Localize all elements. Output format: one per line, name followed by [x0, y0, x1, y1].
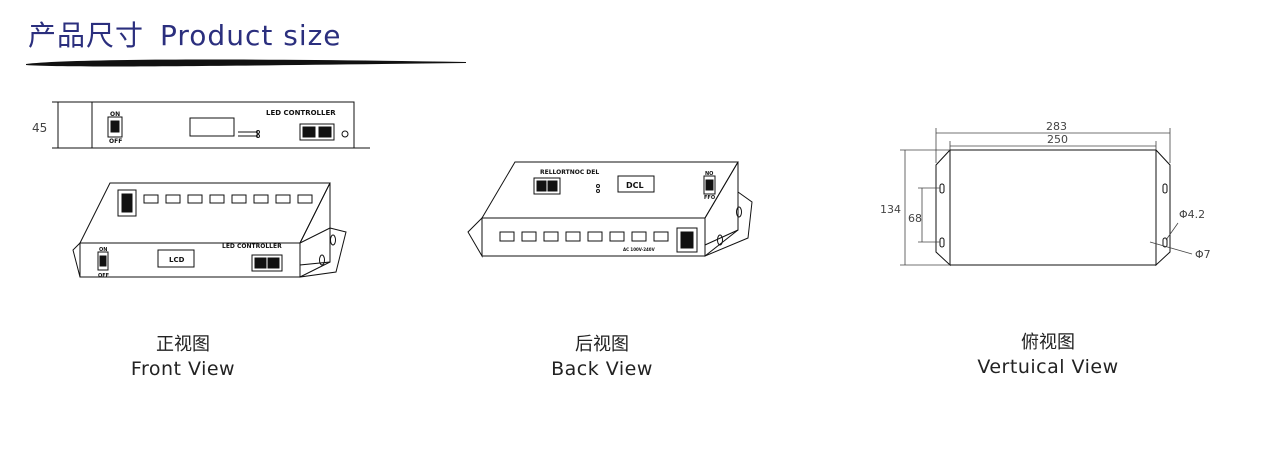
back-lcd-label: DCL [626, 181, 644, 190]
dim-height: 134 [880, 203, 901, 216]
back-view-caption-zh: 后视图 [575, 334, 629, 355]
back-view-caption: 后视图 Back View [472, 333, 732, 381]
back-view-caption-en: Back View [551, 358, 653, 380]
dim-hole-large: Φ7 [1195, 248, 1211, 261]
back-switch-on: NO [705, 171, 713, 177]
front-view-caption-zh: 正视图 [156, 334, 210, 355]
page-title: 产品尺寸 Product size [28, 14, 342, 54]
page-title-en: Product size [160, 19, 342, 52]
dim-hole-spacing: 68 [908, 212, 922, 225]
top-view-caption-en: Vertuical View [977, 356, 1119, 378]
front-switch-on: ON [110, 111, 120, 118]
back-switch-off: FFO [704, 195, 715, 201]
back-power-label: AC 100V-240V [623, 247, 656, 252]
front-iso-lcd: LCD [169, 256, 185, 264]
dim-body-width: 250 [1047, 133, 1068, 146]
front-view-caption-en: Front View [130, 358, 236, 380]
front-panel-label: LED CONTROLLER [266, 109, 336, 117]
front-isometric [72, 182, 347, 278]
front-height-dim: 45 [32, 121, 47, 135]
title-underline [26, 59, 466, 67]
front-switch-off: OFF [109, 138, 122, 145]
dim-hole-small: Φ4.2 [1179, 208, 1205, 221]
top-view-caption: 俯视图 Vertuical View [918, 331, 1178, 379]
front-iso-panel-label: LED CONTROLLER [222, 243, 282, 250]
dim-overall-width: 283 [1046, 120, 1067, 133]
back-panel-label: RELLORTNOC DEL [540, 169, 599, 176]
page-title-zh: 产品尺寸 [28, 19, 145, 52]
front-view-caption: 正视图 Front View [53, 333, 313, 381]
top-view-caption-zh: 俯视图 [1021, 332, 1075, 353]
front-iso-switch-off: OFF [98, 273, 109, 279]
front-elevation [52, 101, 370, 149]
front-iso-switch-on: ON [99, 247, 107, 253]
